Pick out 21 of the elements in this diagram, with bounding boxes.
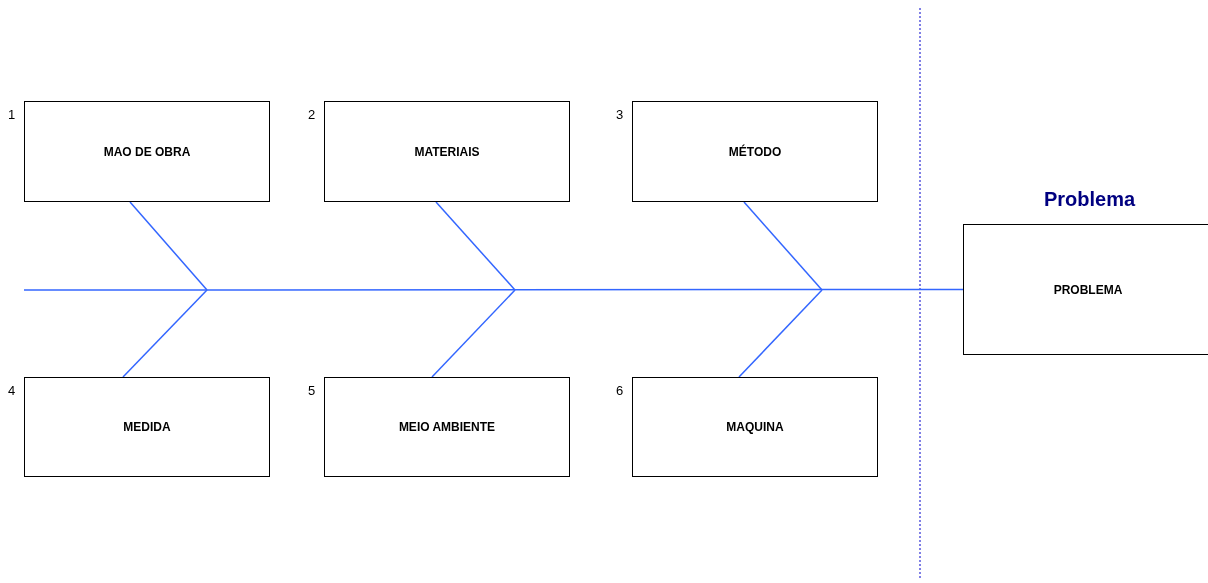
branch-line	[743, 201, 823, 291]
callout-number: 4	[8, 383, 16, 398]
callout-number: 5	[308, 383, 316, 398]
category-box: MEDIDA	[24, 377, 270, 477]
heading: Problema	[1044, 188, 1136, 211]
branch-line	[435, 201, 516, 291]
category-box: MAQUINA	[632, 377, 878, 477]
category-box: PROBLEMA	[963, 224, 1208, 355]
branch-line	[431, 289, 516, 378]
category-box: MEIO AMBIENTE	[324, 377, 570, 477]
category-box: MAO DE OBRA	[24, 101, 270, 202]
callout-number: 3	[616, 107, 624, 122]
callout-number: 1	[8, 107, 16, 122]
branch-line	[122, 289, 208, 378]
callout-number: 2	[308, 107, 316, 122]
branch-line	[129, 201, 208, 291]
callout-number: 6	[616, 383, 624, 398]
branch-line	[738, 289, 823, 378]
category-box: MATERIAIS	[324, 101, 570, 202]
category-box: MÉTODO	[632, 101, 878, 202]
spine-line	[23, 288, 964, 291]
